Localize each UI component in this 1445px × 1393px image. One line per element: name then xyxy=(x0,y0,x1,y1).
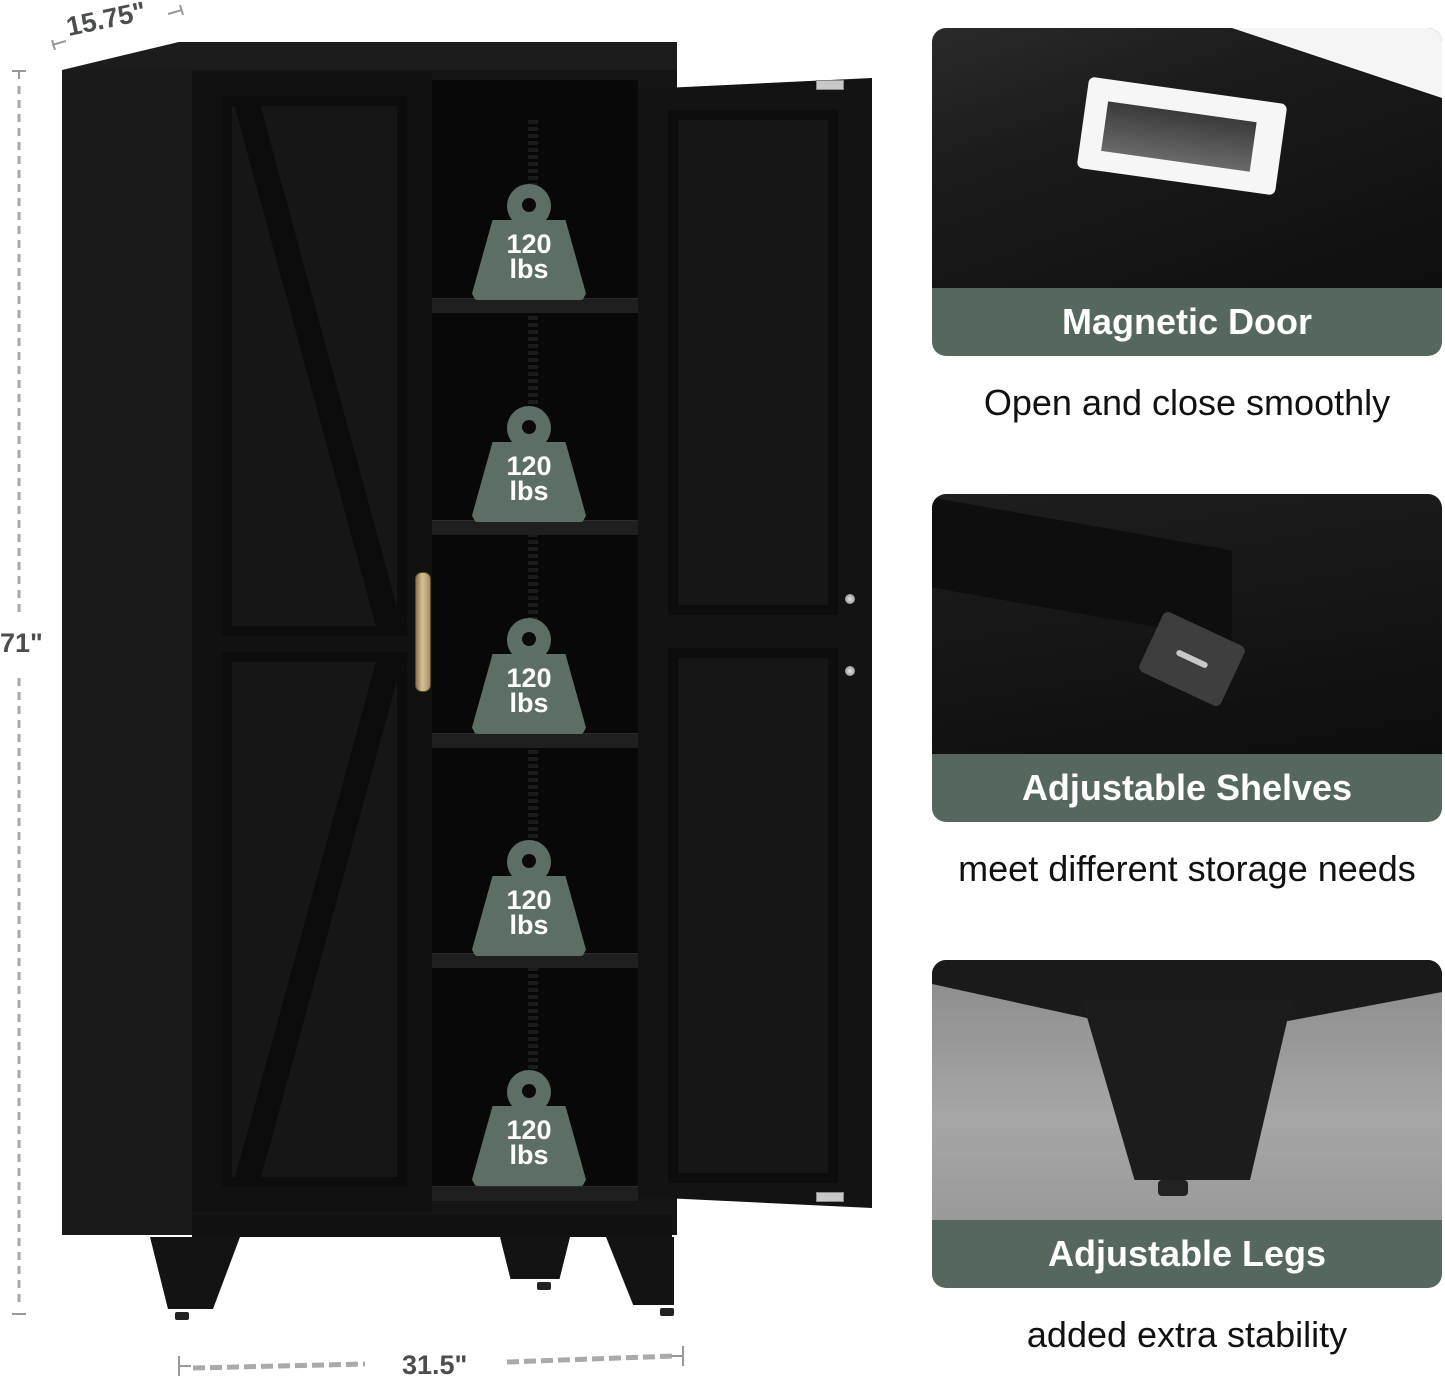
right-door-upper-panel xyxy=(668,110,838,615)
magnetic-door-photo xyxy=(932,28,1442,288)
width-label: 31.5" xyxy=(402,1350,468,1380)
hinge-screw-icon xyxy=(845,666,855,676)
adjustable-legs-caption: added extra stability xyxy=(1026,1314,1348,1355)
cabinet-side-panel xyxy=(62,70,192,1235)
front-right-leg xyxy=(606,1237,674,1305)
cabinet-base xyxy=(192,1215,672,1237)
back-leg xyxy=(500,1237,570,1279)
magnet-strip-icon xyxy=(816,1192,844,1202)
left-door[interactable] xyxy=(192,72,432,1212)
feature-card-adjustable-legs: Adjustable Legs xyxy=(932,960,1442,1288)
right-door-open[interactable] xyxy=(638,78,872,1208)
front-left-leg xyxy=(150,1237,240,1309)
magnet-strip-icon xyxy=(816,80,844,90)
leveling-foot-icon xyxy=(1158,1180,1188,1196)
leveling-foot-icon xyxy=(537,1282,551,1290)
feature-card-adjustable-shelves: Adjustable Shelves xyxy=(932,494,1442,822)
feature-card-magnetic-door: Magnetic Door xyxy=(932,28,1442,356)
shelf-5 xyxy=(432,1186,638,1201)
depth-dimension-bracket-icon xyxy=(51,4,184,51)
adjustable-shelves-photo xyxy=(932,494,1442,754)
adjustable-shelves-caption: meet different storage needs xyxy=(958,848,1416,889)
leveling-foot-icon xyxy=(175,1312,189,1320)
hinge-screw-icon xyxy=(845,594,855,604)
height-label: 71" xyxy=(0,628,43,658)
height-dimension-bracket-icon xyxy=(12,70,26,1315)
door-handle[interactable] xyxy=(415,572,431,692)
barn-brace-icon xyxy=(234,104,402,1181)
leveling-foot-icon xyxy=(660,1308,674,1316)
adjustable-shelves-title: Adjustable Shelves xyxy=(932,754,1442,822)
leg-closeup xyxy=(1082,1000,1292,1180)
magnetic-door-title: Magnetic Door xyxy=(932,288,1442,356)
magnetic-catch-icon xyxy=(1076,76,1288,196)
adjustable-legs-title: Adjustable Legs xyxy=(932,1220,1442,1288)
adjustable-legs-photo xyxy=(932,960,1442,1220)
magnetic-door-caption: Open and close smoothly xyxy=(983,382,1391,423)
width-dimension-bracket-icon xyxy=(178,1346,684,1376)
right-door-lower-panel xyxy=(668,648,838,1183)
